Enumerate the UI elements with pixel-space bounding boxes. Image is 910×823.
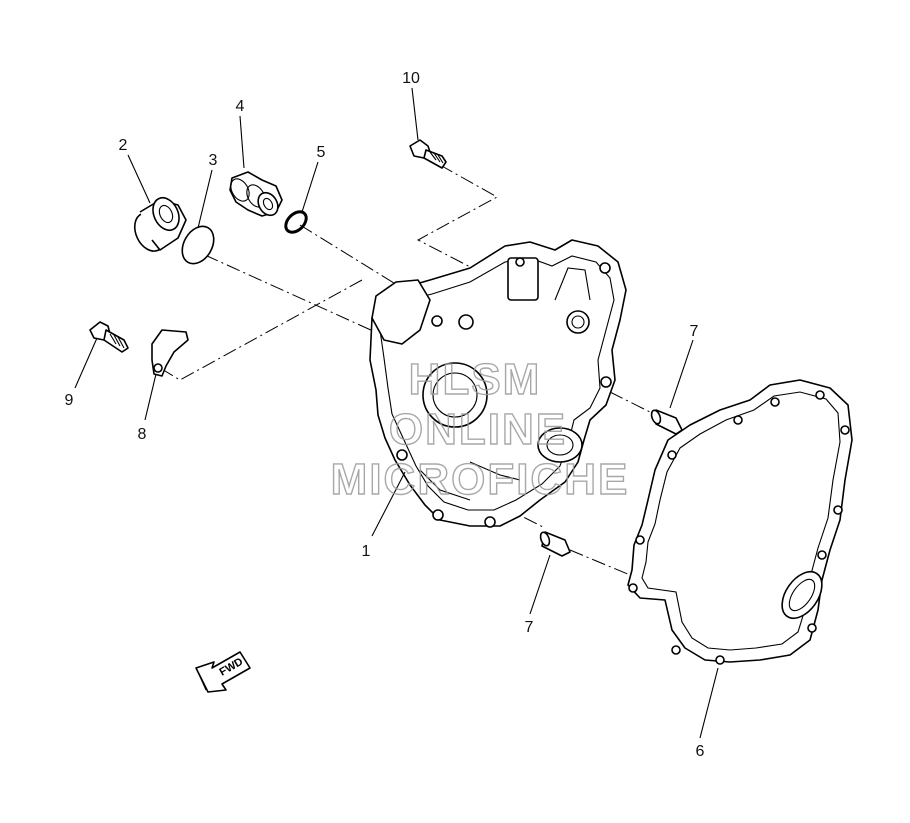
watermark: HLSM ONLINE MICROFICHE (330, 354, 630, 504)
watermark-line-2: ONLINE (389, 405, 567, 454)
callout-7-lower: 7 (525, 619, 534, 636)
watermark-line-1: HLSM (409, 355, 542, 404)
dowel-pin-upper (650, 409, 683, 435)
plug-small (229, 171, 283, 217)
callout-6: 6 (696, 743, 705, 760)
callout-1: 1 (362, 543, 371, 560)
callout-3: 3 (209, 152, 218, 169)
plug (133, 196, 187, 252)
callout-4: 4 (236, 98, 245, 115)
forward-direction-arrow: FWD (195, 651, 251, 693)
callout-5: 5 (317, 144, 326, 161)
callout-7-upper: 7 (690, 323, 699, 340)
bolt-left (89, 321, 129, 353)
bolt-top (409, 139, 447, 169)
leader-lines (74, 87, 719, 739)
cover-gasket (627, 379, 853, 665)
o-ring-large (181, 225, 215, 265)
callout-9: 9 (65, 392, 74, 409)
bracket-clip (151, 329, 189, 377)
crankcase-cover (369, 239, 627, 528)
callout-labels: 2 3 4 5 10 9 8 1 7 7 6 (65, 70, 705, 760)
dowel-pin-lower (539, 531, 571, 557)
callout-8: 8 (138, 426, 147, 443)
callout-10: 10 (402, 70, 420, 87)
callout-2: 2 (119, 137, 128, 154)
watermark-line-3: MICROFICHE (331, 455, 630, 504)
o-ring-small (284, 210, 308, 234)
